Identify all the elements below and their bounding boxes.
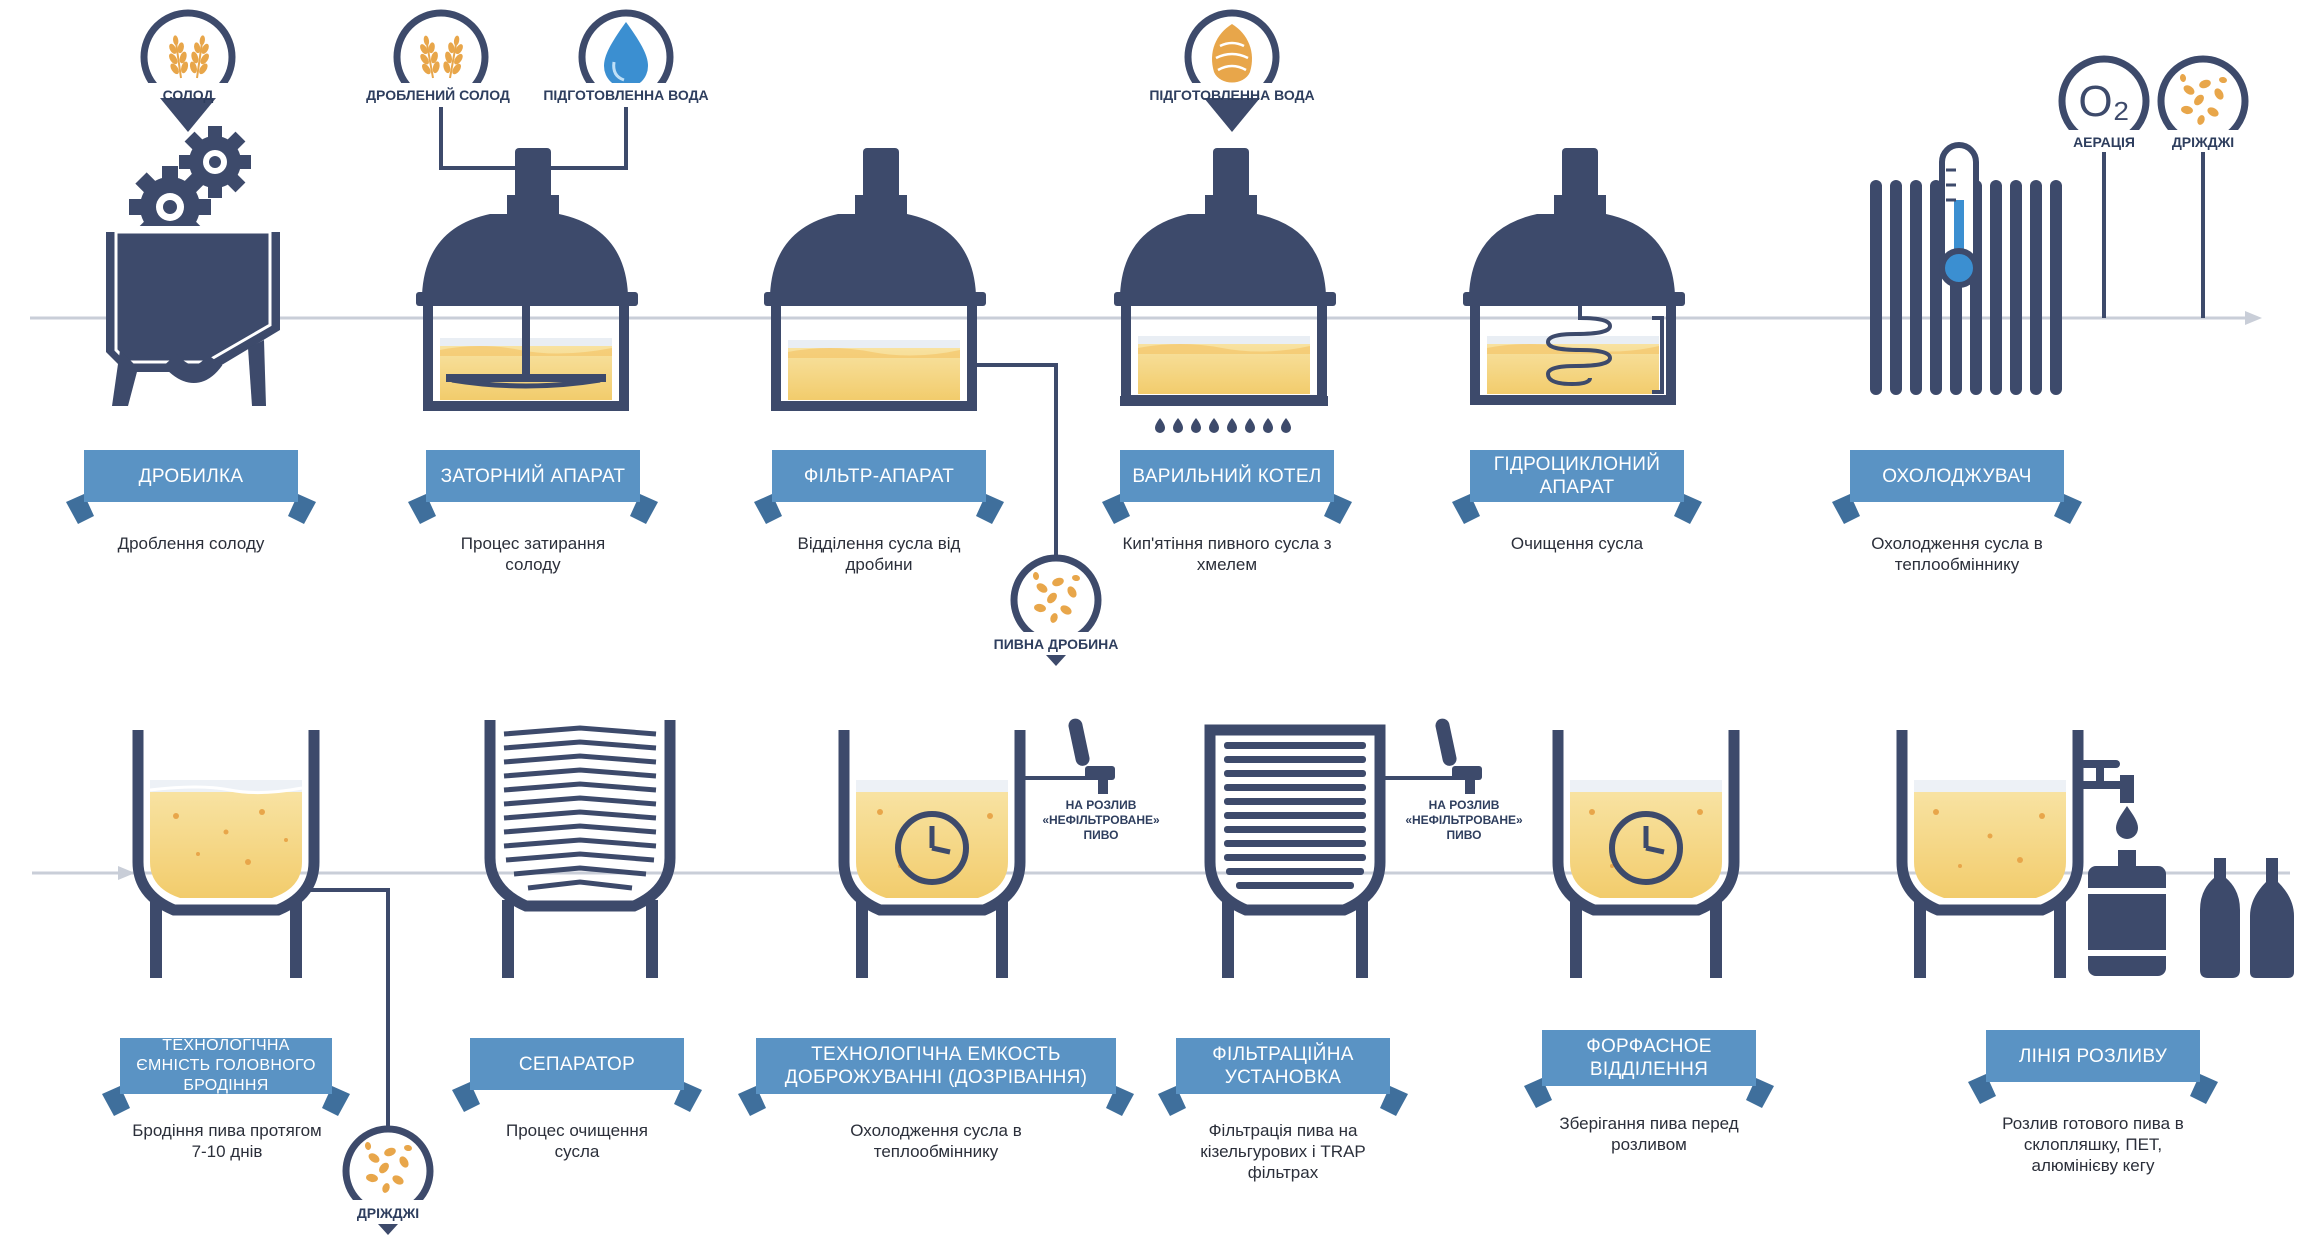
burner-flames-icon: [1155, 418, 1291, 433]
ribbon-title: ФІЛЬТРАЦІЙНА УСТАНОВКА: [1176, 1038, 1390, 1094]
tap-2-icon: [1380, 718, 1482, 794]
filtration-unit-icon: [1204, 724, 1386, 978]
bright-beer-tank-icon: [1552, 730, 1740, 978]
bottling-tank-icon: [1896, 730, 2134, 978]
pouring-drop-icon: [2116, 806, 2138, 839]
spent-grain-pin-icon: [985, 554, 1127, 666]
stage-desc-crusher: Дроблення солоду: [117, 534, 265, 553]
tap-2-line-1: НА РОЗЛИВ: [1429, 798, 1500, 812]
yeast-pin-top-icon: [2157, 55, 2250, 318]
yeast-label-top: ДРІЖДЖІ: [2172, 134, 2234, 150]
spent-grain-label: ПИВНА ДРОБИНА: [994, 636, 1119, 652]
ribbon-title: ГІДРОЦИКЛОНИЙ АПАРАТ: [1470, 450, 1684, 502]
malt-label: СОЛОД: [163, 87, 214, 103]
stage-ribbon-crusher: ДРОБИЛКА: [66, 450, 316, 524]
stage-desc-brew-kettle: Кип'ятіння пивного сусла з хмелем: [1122, 534, 1332, 574]
stage-ribbon-bottling: ЛІНІЯ РОЗЛИВУ: [1968, 1030, 2218, 1104]
maturation-tank-icon: [838, 730, 1026, 978]
stage-ribbon-filtration: ФІЛЬТРАЦІЙНА УСТАНОВКА: [1158, 1038, 1408, 1116]
stage-desc-whirlpool: Очищення сусла: [1510, 534, 1644, 553]
yeast-label-bottom: ДРІЖДЖІ: [357, 1205, 419, 1221]
wort-cooler-icon: [1870, 142, 2062, 395]
bottom-line-arrow-icon: [118, 866, 135, 880]
ribbon-title: ОХОЛОДЖУВАЧ: [1850, 450, 2064, 502]
stage-ribbon-mash-tun: ЗАТОРНИЙ АПАРАТ: [408, 450, 658, 524]
stage-desc-cooler: Охолодження сусла в теплообміннику: [1871, 534, 2043, 574]
oxygen-pin-icon: [2058, 55, 2150, 318]
yeast-pin-bottom-icon: [342, 1125, 434, 1235]
hop-pin-icon: [1142, 9, 1324, 132]
water-drop-pin-icon: [540, 9, 710, 105]
stage-desc-mash-tun: Процес затирання солоду: [460, 534, 606, 574]
prepared-water-label-2: ПІДГОТОВЛЕННА ВОДА: [1149, 87, 1314, 103]
keg-icon: [2088, 850, 2166, 976]
stage-ribbon-separator: СЕПАРАТОР: [452, 1038, 702, 1112]
stage-desc-bottling: Розлив готового пива в склопляшку, ПЕТ, …: [2002, 1114, 2184, 1175]
tap-1-line-3: ПИВО: [1084, 828, 1119, 842]
ribbon-title: ЗАТОРНИЙ АПАРАТ: [426, 450, 640, 502]
stage-desc-bright-tank: Зберігання пива перед розливом: [1559, 1114, 1739, 1154]
crusher-icon: [106, 126, 280, 406]
stage-ribbon-cooler: ОХОЛОДЖУВАЧ: [1832, 450, 2082, 524]
stage-ribbon-fermentation: ТЕХНОЛОГІЧНА ЄМНІСТЬ ГОЛОВНОГО БРОДІННЯ: [102, 1037, 350, 1116]
spent-grain-pipe: [976, 363, 1058, 565]
stage-ribbon-brew-kettle: ВАРИЛЬНИЙ КОТЕЛ: [1102, 450, 1352, 524]
ribbon-title: СЕПАРАТОР: [470, 1038, 684, 1090]
stage-desc-maturation: Охолодження сусла в теплообміннику: [850, 1121, 1022, 1161]
stage-desc-filtration: Фільтрація пива на кізельгурових і TRAP …: [1200, 1121, 1366, 1182]
ribbon-title: ТЕХНОЛОГІЧНА ЄМНІСТЬ ГОЛОВНОГО БРОДІННЯ: [120, 1037, 332, 1094]
aeration-label: АЕРАЦІЯ: [2073, 134, 2135, 150]
brew-kettle-icon: [1114, 148, 1336, 406]
ribbon-title: ВАРИЛЬНИЙ КОТЕЛ: [1120, 450, 1334, 502]
prepared-water-label-1: ПІДГОТОВЛЕННА ВОДА: [543, 87, 708, 103]
ribbon-title: ФОРФАСНОЕ ВІДДІЛЕННЯ: [1542, 1030, 1756, 1086]
pet-bottle-icon: [2200, 858, 2240, 978]
stage-ribbon-lauter-tun: ФІЛЬТР-АПАРАТ: [754, 450, 1004, 524]
o2-symbol: O₂: [2078, 77, 2129, 126]
tap-1-icon: [1020, 718, 1115, 794]
tap-1-line-1: НА РОЗЛИВ: [1066, 798, 1137, 812]
whirlpool-icon: [1463, 148, 1685, 405]
crushed-malt-pin-icon: [380, 9, 504, 105]
stage-ribbon-bright-tank: ФОРФАСНОЕ ВІДДІЛЕННЯ: [1524, 1030, 1774, 1108]
ribbon-title: ЛІНІЯ РОЗЛИВУ: [1986, 1030, 2200, 1082]
stage-ribbon-maturation: ТЕХНОЛОГІЧНА ЕМКОСТЬ ДОБРОЖУВАННІ (ДОЗРІ…: [738, 1038, 1134, 1116]
mash-tun-icon: [416, 148, 638, 411]
tap-2-line-2: «НЕФІЛЬТРОВАНЕ»: [1405, 813, 1523, 827]
top-line-arrow-icon: [2245, 311, 2262, 325]
stage-desc-fermentation: Бродіння пива протягом 7-10 днів: [132, 1121, 322, 1161]
stage-desc-lauter-tun: Відділення сусла від дробини: [797, 534, 961, 574]
fermentation-tank-icon: [132, 730, 320, 978]
crushed-malt-label: ДРОБЛЕНИЙ СОЛОД: [366, 86, 510, 103]
lauter-tun-icon: [764, 148, 986, 411]
fermentation-yeast-pipe: [302, 888, 390, 1134]
ribbon-title: ФІЛЬТР-АПАРАТ: [772, 450, 986, 502]
ribbon-title: ТЕХНОЛОГІЧНА ЕМКОСТЬ ДОБРОЖУВАННІ (ДОЗРІ…: [756, 1038, 1116, 1094]
stage-ribbon-whirlpool: ГІДРОЦИКЛОНИЙ АПАРАТ: [1452, 450, 1702, 524]
tap-1-line-2: «НЕФІЛЬТРОВАНЕ»: [1042, 813, 1160, 827]
glass-bottle-icon: [2250, 858, 2294, 978]
ribbon-title: ДРОБИЛКА: [84, 450, 298, 502]
malt-pin-icon: [140, 9, 236, 132]
tap-2-line-3: ПИВО: [1447, 828, 1482, 842]
stage-desc-separator: Процес очищення сусла: [505, 1121, 649, 1161]
separator-icon: [484, 720, 676, 978]
